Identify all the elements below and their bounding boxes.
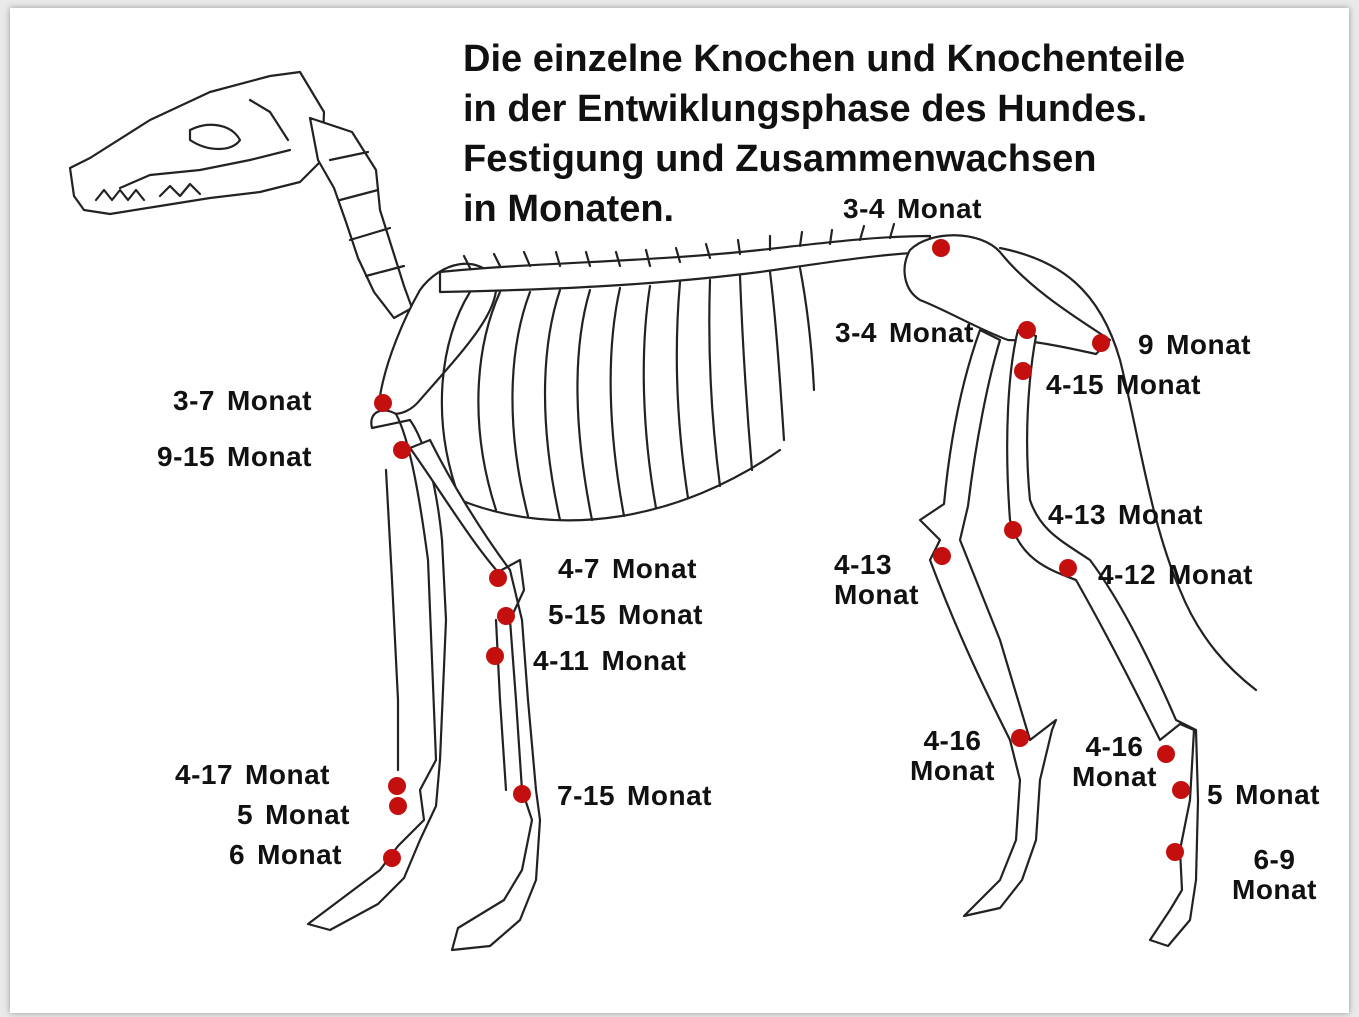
label-range: 7-15 <box>557 780 615 811</box>
label-range: 5 <box>1207 779 1223 810</box>
label-tail-base: 9 Monat <box>1138 330 1251 360</box>
joint-marker <box>1059 559 1077 577</box>
joint-marker <box>1166 843 1184 861</box>
label-unit: Monat <box>1116 369 1201 400</box>
label-range: 9 <box>1138 329 1154 360</box>
joint-marker <box>389 797 407 815</box>
joint-marker <box>388 777 406 795</box>
hind-leg-left <box>920 330 1056 916</box>
label-range: 4-13 <box>834 550 919 580</box>
label-unit: Monat <box>265 799 350 830</box>
label-range: 4-16 <box>1072 732 1157 762</box>
label-unit: Monat <box>1072 762 1157 792</box>
title-line-1: Die einzelne Knochen und Knochenteile <box>463 34 1323 84</box>
joint-marker <box>1092 334 1110 352</box>
label-carpus-1: 4-17 Monat <box>175 760 330 790</box>
joint-marker <box>489 569 507 587</box>
label-ulna-top: 5-15 Monat <box>548 600 703 630</box>
joint-marker <box>1011 729 1029 747</box>
label-forearm-upper: 4-11 Monat <box>533 646 686 676</box>
joint-marker <box>1157 745 1175 763</box>
label-range: 3-4 <box>835 317 877 348</box>
label-unit: Monat <box>245 759 330 790</box>
label-range: 4-13 <box>1048 499 1106 530</box>
label-hock-left: 4-16Monat <box>910 726 995 786</box>
joint-marker <box>374 394 392 412</box>
joint-marker <box>1018 321 1036 339</box>
label-elbow: 4-7 Monat <box>558 554 697 584</box>
label-hock-right: 4-16Monat <box>1072 732 1157 792</box>
joint-marker <box>486 647 504 665</box>
label-unit: Monat <box>257 839 342 870</box>
label-range: 6-9 <box>1232 845 1317 875</box>
label-pelvis-top: 3-4 Monat <box>843 194 982 224</box>
joint-marker <box>1004 521 1022 539</box>
label-range: 4-11 <box>533 645 590 676</box>
label-carpus-2: 5 Monat <box>237 800 350 830</box>
label-unit: Monat <box>602 645 687 676</box>
label-range: 4-15 <box>1046 369 1104 400</box>
label-unit: Monat <box>627 780 712 811</box>
label-humerus-head: 9-15 Monat <box>157 442 312 472</box>
title-line-3: Festigung und Zusammenwachsen <box>463 134 1323 184</box>
label-range: 9-15 <box>157 441 215 472</box>
joint-marker <box>932 239 950 257</box>
label-unit: Monat <box>227 385 312 416</box>
label-knee-lower: 4-12 Monat <box>1098 560 1253 590</box>
label-metatarsus: 6-9Monat <box>1232 845 1317 905</box>
label-range: 4-12 <box>1098 559 1156 590</box>
joint-marker <box>1014 362 1032 380</box>
skull <box>70 72 324 214</box>
joint-marker <box>933 547 951 565</box>
label-unit: Monat <box>834 580 919 610</box>
label-range: 6 <box>229 839 245 870</box>
label-range: 4-17 <box>175 759 233 790</box>
label-range: 3-7 <box>173 385 215 416</box>
label-unit: Monat <box>227 441 312 472</box>
label-femur-neck: 4-15 Monat <box>1046 370 1201 400</box>
joint-marker <box>497 607 515 625</box>
label-knee-upper: 4-13 Monat <box>1048 500 1203 530</box>
joint-marker <box>513 785 531 803</box>
label-range: 5-15 <box>548 599 606 630</box>
label-shoulder: 3-7 Monat <box>173 386 312 416</box>
label-unit: Monat <box>889 317 974 348</box>
label-unit: Monat <box>1235 779 1320 810</box>
cervical-spine <box>310 118 412 318</box>
joint-marker <box>1172 781 1190 799</box>
label-tibia-left: 4-13Monat <box>834 550 919 610</box>
label-unit: Monat <box>910 756 995 786</box>
label-carpus-3: 6 Monat <box>229 840 342 870</box>
label-unit: Monat <box>897 193 982 224</box>
joint-marker <box>393 441 411 459</box>
label-unit: Monat <box>1118 499 1203 530</box>
joint-marker <box>383 849 401 867</box>
label-wrist-front: 7-15 Monat <box>557 781 712 811</box>
label-unit: Monat <box>1232 875 1317 905</box>
label-hip-joint: 3-4 Monat <box>835 318 974 348</box>
label-range: 4-7 <box>558 553 600 584</box>
title-line-2: in der Entwiklungsphase des Hundes. <box>463 84 1323 134</box>
label-unit: Monat <box>1166 329 1251 360</box>
label-range: 3-4 <box>843 193 885 224</box>
label-range: 5 <box>237 799 253 830</box>
label-unit: Monat <box>612 553 697 584</box>
label-range: 4-16 <box>910 726 995 756</box>
label-unit: Monat <box>618 599 703 630</box>
label-tarsus: 5 Monat <box>1207 780 1320 810</box>
rib-cage <box>442 268 814 520</box>
thoracic-lumbar-spine <box>440 224 930 292</box>
label-unit: Monat <box>1168 559 1253 590</box>
